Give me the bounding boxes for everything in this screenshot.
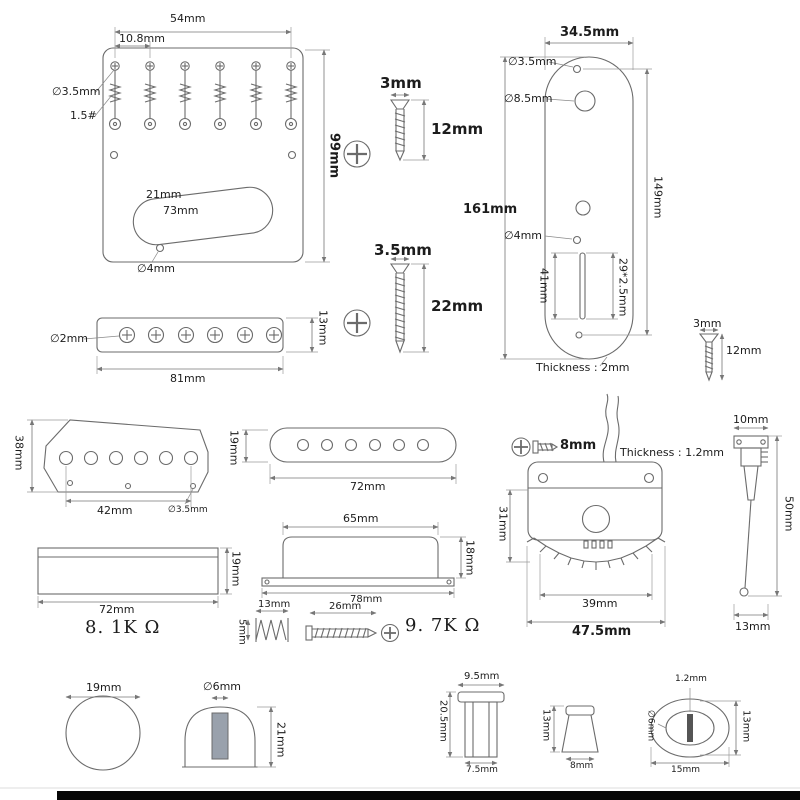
oval-knob-height-label: 13mm [740,710,752,743]
plate-slot-offset-label: 41mm [537,268,551,304]
bushing-a-top-dia-label: 9.5mm [464,671,500,682]
dome-knob-hole-label: ∅6mm [203,680,242,693]
switch-side-height-label: 50mm [782,496,796,532]
ferrule-screws [118,326,283,344]
plate-screw-hole-label: ∅3.5mm [508,55,557,68]
phillips-head-icon [511,437,531,457]
oval-knob-drawing [650,688,741,767]
pole-screw-length-label: 26mm [329,601,362,612]
ferrule-hole-dia-label: ∅2mm [50,332,89,345]
bridge-pickup-side-drawing [37,547,232,608]
ferrule-width-label: 81mm [170,372,206,385]
bp-side-width-label: 72mm [99,603,135,616]
bridge-pickup-span-label: 42mm [97,504,133,517]
bridge-plate-length-label: 99mm [326,133,342,179]
bridge-slot-length-label: 73mm [163,204,199,217]
dome-knob-height-label: 21mm [274,722,288,758]
screw-3x12-right-drawing [698,327,725,382]
bridge-string-spread-label: 54mm [170,12,206,25]
bushing-a-height-label: 20.5mm [437,700,449,742]
neck-pickup-drawing [242,427,457,484]
np-side-base-width-label: 78mm [350,594,383,605]
plate-slot-size-label: 29*2.5mm [616,258,630,317]
pickup-slot [132,186,274,246]
screw-a-dia-label: 3mm [380,74,422,92]
np-side-resistance-label: 9. 7K Ω [405,615,481,636]
phillips-head-icon [343,309,371,337]
bridge-pickup-hole-label: ∅3.5mm [168,505,208,515]
neck-pickup-height-label: 19mm [227,430,241,466]
bushing-a-body-dia-label: 7.5mm [466,765,498,775]
switch-side-view-drawing [733,425,782,620]
screw-b-dia-label: 3.5mm [374,241,432,259]
bottom-bar [57,791,800,800]
np-side-height-label: 18mm [463,540,477,576]
switch-contact-width-label: 39mm [582,597,618,610]
lever-switch-drawing [506,393,666,627]
screw-3x12-drawing [343,92,429,168]
bushing-b-body-dia-label: 8mm [570,761,594,771]
plate-width-label: 34.5mm [560,25,620,40]
plate-pot-hole-label: ∅8.5mm [504,92,553,105]
neck-pickup-side-drawing [261,522,466,598]
oval-knob-inner-dia-label: ∅6mm [645,710,656,742]
switch-body-height-label: 31mm [496,506,510,542]
bridge-saddles [108,61,298,131]
dome-knob-drawing [182,695,276,768]
bridge-pickup-drawing [27,419,209,507]
screw-35x22-drawing [343,256,429,354]
ferrule-block-drawing [83,317,318,374]
spring-dia-label: 5mm [236,619,248,645]
switch-side-width-label: 13mm [735,620,771,633]
switch-thickness-label: Thickness : 1.2mm [620,446,724,459]
bushing-a-drawing [446,682,505,766]
spring-drawing [245,608,289,642]
bridge-screw-size-label: 1.5# [70,109,97,122]
oval-knob-slot-label: 1.2mm [675,674,707,684]
bridge-saddle-pitch-label: 10.8mm [119,32,165,45]
round-knob-drawing [65,694,141,771]
phillips-head-icon [343,140,371,168]
pole-screw-drawing [305,610,400,643]
bridge-screw-dia-label: ∅3.5mm [52,85,101,98]
switch-screw-length-label: 8mm [560,438,597,453]
screw-c-length-label: 12mm [726,344,762,357]
bushing-b-height-label: 13mm [540,709,552,742]
oval-knob-width-label: 15mm [671,765,700,775]
bridge-hole-dia-label: ∅4mm [137,262,176,275]
bp-side-height-label: 19mm [229,551,243,587]
bridge-plate-drawing [94,27,330,263]
round-knob-dia-label: 19mm [86,681,122,694]
bushing-b-drawing [550,705,599,762]
bp-side-resistance-label: 8. 1K Ω [85,617,161,638]
plate-mid-hole-label: ∅4mm [504,229,543,242]
switch-side-depth-label: 10mm [733,413,769,426]
bridge-slot-width-label: 21mm [146,188,182,201]
spring-length-label: 13mm [258,599,291,610]
bridge-pickup-height-label: 38mm [12,435,26,471]
phillips-head-icon [380,623,400,643]
screw-c-dia-label: 3mm [693,317,722,330]
neck-pickup-width-label: 72mm [350,480,386,493]
ferrule-height-label: 13mm [316,310,330,346]
switch-total-width-label: 47.5mm [572,624,632,639]
control-plate-drawing [500,37,652,367]
screw-a-length-label: 12mm [431,120,484,138]
np-side-cover-width-label: 65mm [343,512,379,525]
plate-length-label: 161mm [463,202,518,217]
plate-hole-span-label: 149mm [651,176,665,219]
screw-b-length-label: 22mm [431,297,484,315]
plate-thickness-label: Thickness : 2mm [536,361,630,374]
